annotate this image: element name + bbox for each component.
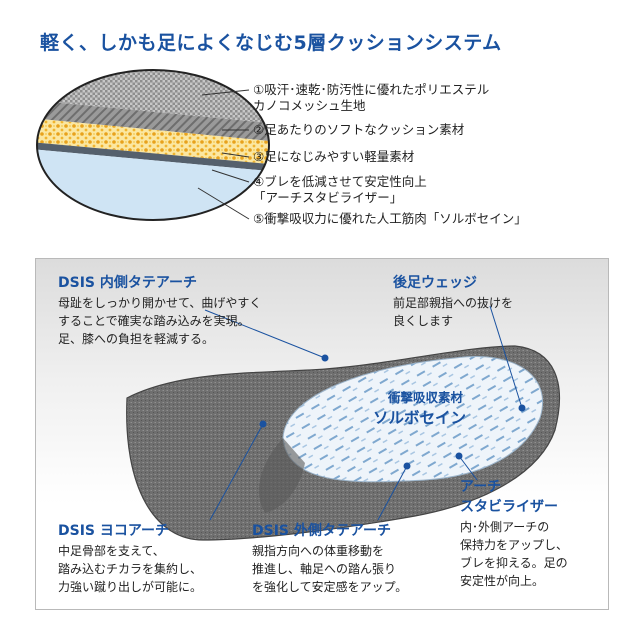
feature-title: DSIS 内側タテアーチ bbox=[58, 275, 198, 291]
layer-label-4: ④ブレを低減させて安定性向上「アーチスタビライザー」 bbox=[253, 174, 427, 205]
headline: 軽く、しかも足によくなじむ5層クッションシステム bbox=[40, 32, 502, 54]
feature-dsis-medial: DSIS 内側タテアーチ 母趾をしっかり開かせて、曲げやすく することで確実な踏… bbox=[58, 272, 261, 348]
feature-text: 中足骨部を支えて、 踏み込むチカラを集約し、 力強い蹴り出しが可能に。 bbox=[58, 544, 203, 594]
marker-rear-wedge bbox=[518, 404, 526, 412]
layer-3-lightweight bbox=[37, 118, 269, 165]
feature-title-line-1: アーチ bbox=[460, 479, 502, 495]
feature-arch-stabilizer: アーチ スタビライザー 内･外側アーチの 保持力をアップし、 ブレを抑える。足の… bbox=[460, 476, 568, 590]
marker-arch-stabilizer bbox=[455, 452, 463, 460]
arch-stabilizer-band bbox=[258, 438, 305, 513]
feature-text: 親指方向への体重移動を 推進し、軸足への踏ん張り を強化して安定感をアップ。 bbox=[252, 544, 408, 594]
layer-2-soft-cushion bbox=[37, 100, 269, 142]
insole-label-sorbothane: ソルボセイン bbox=[373, 409, 467, 427]
layer-label-2: ②足あたりのソフトなクッション素材 bbox=[253, 122, 465, 137]
insole-label-material: 衝撃吸収素材 bbox=[388, 390, 464, 405]
layer-label-1: ①吸汗･速乾･防汚性に優れたポリエステルカノコメッシュ生地 bbox=[253, 82, 490, 113]
marker-dsis-medial bbox=[321, 354, 329, 362]
layer-label-5: ⑤衝撃吸収力に優れた人工筋肉「ソルボセイン」 bbox=[253, 211, 527, 226]
layer-label-3: ③足になじみやすい軽量素材 bbox=[253, 149, 415, 164]
feature-dsis-lateral: DSIS 外側タテアーチ 親指方向への体重移動を 推進し、軸足への踏ん張り を強… bbox=[252, 520, 407, 596]
feature-rear-wedge: 後足ウェッジ 前足部親指への抜けを 良くします bbox=[393, 272, 513, 330]
feature-title-line-2: スタビライザー bbox=[460, 499, 558, 515]
marker-dsis-transverse bbox=[259, 420, 267, 428]
feature-title: 後足ウェッジ bbox=[393, 275, 477, 291]
feature-dsis-transverse: DSIS ヨコアーチ 中足骨部を支えて、 踏み込むチカラを集約し、 力強い蹴り出… bbox=[58, 520, 202, 596]
layer-cross-section bbox=[36, 69, 270, 221]
feature-text: 内･外側アーチの 保持力をアップし、 ブレを抑える。足の 安定性が向上。 bbox=[460, 520, 569, 588]
marker-dsis-lateral bbox=[403, 462, 411, 470]
insole-illustration bbox=[126, 305, 561, 541]
feature-text: 前足部親指への抜けを 良くします bbox=[393, 296, 514, 328]
feature-title: DSIS 外側タテアーチ bbox=[252, 523, 392, 539]
feature-title: DSIS ヨコアーチ bbox=[58, 523, 170, 539]
layer-4-arch-stabilizer bbox=[37, 142, 269, 172]
feature-text: 母趾をしっかり開かせて、曲げやすく することで確実な踏み込みを実現。 足、膝への… bbox=[58, 296, 262, 346]
sorbothane-pad bbox=[282, 356, 543, 483]
